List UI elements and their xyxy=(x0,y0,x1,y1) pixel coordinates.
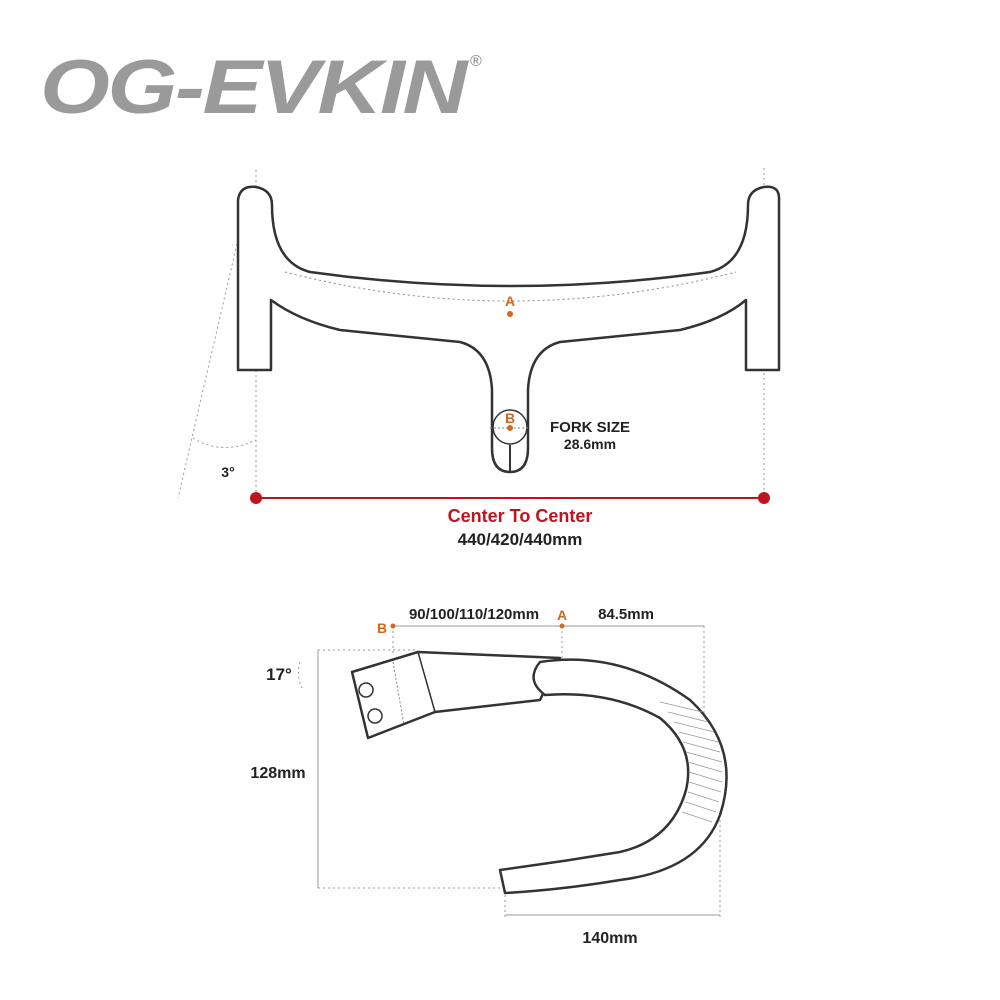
fork-size-label: FORK SIZE xyxy=(550,419,630,436)
logo-text: OG-EVKIN xyxy=(40,45,470,130)
flare-guide xyxy=(177,204,247,499)
registered-mark: ® xyxy=(470,53,482,70)
flare-angle: 3° xyxy=(221,464,234,480)
point-a-label: A xyxy=(505,293,515,309)
reach-value: 84.5mm xyxy=(598,606,654,623)
stem-lengths: 90/100/110/120mm xyxy=(409,606,539,623)
side-view: B A 90/100/110/120mm 84.5mm 17° 128mm 14… xyxy=(250,606,728,947)
stem-angle-value: 17° xyxy=(266,665,292,684)
flare-arc xyxy=(192,437,257,449)
stem-outline xyxy=(350,650,562,740)
brand-logo: OG-EVKIN ® xyxy=(40,45,482,130)
steerer-circle xyxy=(492,409,528,445)
stem-faceplate-edge xyxy=(417,651,436,713)
side-point-a-dot xyxy=(559,623,565,629)
side-point-b-label: B xyxy=(377,620,387,636)
drop-hatching xyxy=(659,701,723,823)
stem-angle-arc xyxy=(297,661,303,689)
width-value: 140mm xyxy=(582,930,637,947)
c2c-left-dot xyxy=(250,492,262,504)
drop-outline xyxy=(498,658,728,895)
handlebar-top-outline xyxy=(236,185,781,474)
stem-bolt-bottom xyxy=(367,708,383,724)
point-a-dot xyxy=(507,311,513,317)
point-b-label: B xyxy=(505,410,515,426)
center-to-center-value: 440/420/440mm xyxy=(458,530,583,549)
stem-bolt-top xyxy=(358,682,374,698)
stem-centerline xyxy=(392,661,405,726)
fork-size-value: 28.6mm xyxy=(564,436,616,452)
c2c-right-dot xyxy=(758,492,770,504)
center-to-center-label: Center To Center xyxy=(448,506,593,526)
point-b-dot xyxy=(507,425,513,431)
drop-value: 128mm xyxy=(250,765,305,782)
top-view: A B FORK SIZE 28.6mm 3° Center To Center… xyxy=(177,168,781,549)
side-point-b-dot xyxy=(390,623,396,629)
side-point-a-label: A xyxy=(557,607,567,623)
